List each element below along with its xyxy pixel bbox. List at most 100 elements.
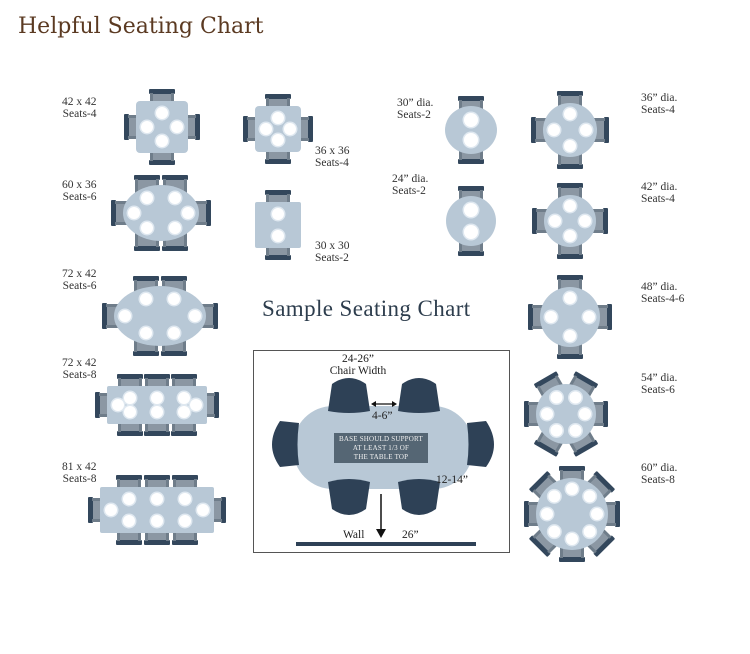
chair-back bbox=[593, 471, 615, 493]
chair-back bbox=[149, 160, 175, 165]
chair-arm bbox=[198, 325, 214, 328]
table-label-60dia: 60” dia.Seats-8 bbox=[641, 462, 678, 486]
chair-arm bbox=[588, 230, 604, 233]
plate bbox=[284, 123, 296, 135]
plate bbox=[151, 406, 163, 418]
plate bbox=[105, 504, 117, 516]
plate bbox=[140, 327, 152, 339]
plate bbox=[564, 230, 576, 242]
chair-back bbox=[117, 374, 143, 379]
chair-width-annotation: 24-26”Chair Width bbox=[329, 353, 387, 377]
table-label-24dia: 24” dia.Seats-2 bbox=[392, 173, 429, 197]
table-54dia bbox=[524, 371, 608, 457]
table-72x42-8 bbox=[95, 374, 219, 436]
plate bbox=[545, 311, 557, 323]
sample-chart-title: Sample Seating Chart bbox=[262, 296, 471, 321]
chair-back bbox=[615, 501, 620, 527]
sample-chair-bottom-right bbox=[398, 479, 440, 515]
plate bbox=[579, 215, 591, 227]
gap-arrow-head-left bbox=[371, 401, 376, 407]
chair-back bbox=[524, 501, 529, 527]
plate bbox=[168, 327, 180, 339]
chair-back bbox=[458, 186, 484, 191]
plate bbox=[141, 121, 153, 133]
chair-back bbox=[116, 540, 142, 545]
chair-back bbox=[171, 374, 197, 379]
chair-back bbox=[265, 159, 291, 164]
edge-clearance-annotation: 12-14” bbox=[436, 474, 468, 486]
table-label-48dia: 48” dia.Seats-4-6 bbox=[641, 281, 685, 305]
chair-arm bbox=[589, 139, 605, 142]
chair-back bbox=[172, 475, 198, 480]
chair-back bbox=[221, 497, 226, 523]
chair-arm bbox=[528, 402, 544, 405]
chair-arm bbox=[528, 502, 544, 505]
chair-back bbox=[134, 246, 160, 251]
chair-arm bbox=[115, 201, 131, 204]
table-top bbox=[544, 195, 596, 247]
table-top bbox=[446, 196, 496, 246]
plate bbox=[564, 140, 576, 152]
plate bbox=[548, 124, 560, 136]
wall-label: Wall bbox=[343, 529, 365, 541]
sample-chair-top-left bbox=[328, 378, 370, 413]
plate bbox=[564, 200, 576, 212]
chair-arm bbox=[532, 326, 548, 329]
plate bbox=[156, 107, 168, 119]
table-72x42 bbox=[102, 276, 218, 356]
plate bbox=[179, 493, 191, 505]
chair-back bbox=[111, 200, 116, 226]
sample-chair-top-right bbox=[398, 378, 440, 413]
chair-gap-annotation: 4-6” bbox=[372, 410, 393, 422]
plate bbox=[548, 490, 561, 503]
chair-arm bbox=[135, 179, 138, 195]
chair-back bbox=[144, 540, 170, 545]
plate bbox=[583, 311, 595, 323]
plate bbox=[272, 230, 284, 242]
table-top bbox=[445, 106, 497, 154]
wall-distance-annotation: 26” bbox=[402, 529, 419, 541]
chair-back bbox=[265, 190, 291, 195]
chair-back bbox=[162, 246, 188, 251]
plate bbox=[141, 222, 153, 234]
plate bbox=[548, 525, 561, 538]
plate bbox=[464, 203, 478, 217]
chair-arm bbox=[535, 139, 551, 142]
chair-back bbox=[116, 475, 142, 480]
chair-back bbox=[206, 200, 211, 226]
plate bbox=[541, 508, 553, 520]
plate bbox=[591, 508, 603, 520]
table-24dia bbox=[446, 186, 496, 256]
chair-back bbox=[529, 535, 551, 557]
plate bbox=[190, 399, 202, 411]
chair-back bbox=[557, 254, 583, 259]
chair-back bbox=[124, 114, 129, 140]
table-81x42 bbox=[88, 475, 226, 545]
chair-arm bbox=[528, 423, 544, 426]
plate bbox=[566, 483, 578, 495]
table-36x36 bbox=[243, 94, 313, 164]
table-top bbox=[543, 103, 597, 157]
plate bbox=[464, 225, 478, 239]
chair-arm bbox=[191, 222, 207, 225]
chair-back bbox=[534, 439, 559, 457]
chair-arm bbox=[198, 304, 214, 307]
chair-back bbox=[603, 208, 608, 234]
plate bbox=[566, 533, 578, 545]
chair-arm bbox=[600, 523, 616, 526]
chair-back bbox=[607, 304, 612, 330]
chair-back bbox=[133, 351, 159, 356]
chair-arm bbox=[588, 423, 604, 426]
plate bbox=[151, 392, 163, 404]
plate bbox=[119, 310, 131, 322]
chair-arm bbox=[588, 402, 604, 405]
plate bbox=[272, 112, 284, 124]
table-top bbox=[255, 202, 301, 248]
table-top bbox=[540, 287, 600, 347]
chair-arm bbox=[592, 305, 608, 308]
